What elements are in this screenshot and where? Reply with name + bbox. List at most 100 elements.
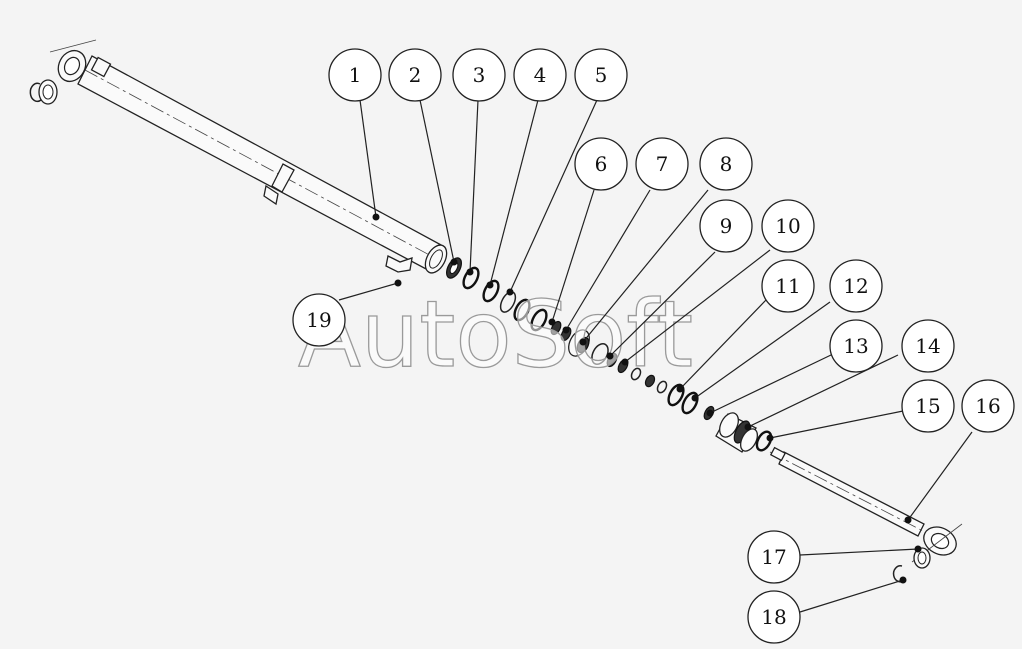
leader-dot-5 — [506, 288, 514, 296]
callout-14: 14 — [901, 319, 955, 373]
leader-dot-2 — [450, 258, 458, 266]
rod-bushing-hole — [917, 551, 927, 565]
leader-dot-10 — [621, 358, 629, 366]
ring-10b — [630, 367, 642, 381]
barrel-centerline — [84, 69, 436, 259]
ring-4 — [482, 279, 500, 303]
svg-text:1: 1 — [349, 63, 362, 87]
leader-dot-7 — [562, 326, 570, 334]
leader-14 — [747, 354, 899, 428]
rear-eye-axis — [49, 39, 97, 53]
svg-text:7: 7 — [656, 152, 669, 176]
barrel-bore — [429, 249, 443, 269]
barrel-body — [77, 55, 444, 271]
leader-18 — [799, 579, 904, 613]
leader-13 — [709, 354, 832, 414]
leader-dot-9 — [606, 352, 614, 360]
barrel-rear-lug — [90, 56, 112, 78]
callout-9: 9 — [699, 199, 753, 253]
barrel-rear-eye-hole — [63, 56, 81, 76]
callout-5: 5 — [574, 48, 628, 102]
callout-6: 6 — [574, 137, 628, 191]
svg-text:16: 16 — [975, 394, 1000, 418]
callouts: 1 2 3 4 5 6 7 8 9 10 11 12 13 14 15 16 1… — [292, 48, 1015, 644]
rear-circlip — [29, 82, 42, 103]
svg-text:3: 3 — [473, 63, 486, 87]
callout-12: 12 — [829, 259, 883, 313]
ring-12 — [681, 391, 699, 415]
svg-text:11: 11 — [775, 274, 800, 298]
leader-dot-6 — [548, 318, 556, 326]
svg-text:2: 2 — [409, 63, 422, 87]
callout-7: 7 — [635, 137, 689, 191]
rod-thread — [769, 446, 787, 462]
svg-text:17: 17 — [761, 545, 786, 569]
leader-10 — [624, 249, 771, 363]
svg-text:10: 10 — [775, 214, 800, 238]
svg-text:8: 8 — [720, 152, 733, 176]
leader-dot-14 — [744, 423, 752, 431]
ring-6 — [530, 308, 548, 332]
leader-dot-8 — [579, 338, 587, 346]
ring-3 — [462, 266, 480, 290]
ring-10c — [644, 374, 656, 388]
callout-16: 16 — [961, 379, 1015, 433]
piston-ring-15 — [755, 430, 773, 452]
leader-11 — [679, 299, 767, 390]
leader-dot-13 — [706, 409, 714, 417]
leader-dot-3 — [466, 268, 474, 276]
callout-18: 18 — [747, 590, 801, 644]
leader-dot-16 — [904, 516, 912, 524]
ring-10d — [656, 380, 668, 394]
svg-text:12: 12 — [843, 274, 868, 298]
rear-bushing-and-circlip — [29, 79, 58, 105]
leader-6 — [551, 189, 595, 323]
leader-19 — [338, 282, 399, 301]
callout-4: 4 — [513, 48, 567, 102]
piston — [715, 412, 759, 453]
ring-5b — [513, 298, 531, 322]
leader-lines — [338, 99, 973, 613]
leader-7 — [565, 189, 651, 331]
callout-10: 10 — [761, 199, 815, 253]
leader-12 — [694, 301, 831, 399]
leader-dot-11 — [676, 385, 684, 393]
callout-13: 13 — [829, 319, 883, 373]
rod-body — [778, 451, 925, 537]
seal-set — [446, 257, 715, 421]
svg-text:15: 15 — [915, 394, 940, 418]
leader-1 — [359, 99, 377, 218]
callout-8: 8 — [699, 137, 753, 191]
svg-text:19: 19 — [306, 308, 331, 332]
rear-bushing-hole — [42, 84, 54, 100]
watermark-text: AutoSoft — [298, 281, 693, 388]
leader-5 — [509, 99, 598, 293]
leader-dot-12 — [691, 394, 699, 402]
leader-15 — [769, 410, 904, 439]
callout-17: 17 — [747, 530, 801, 584]
barrel-clamp-band — [271, 163, 295, 193]
leader-dot-4 — [486, 281, 494, 289]
callout-19: 19 — [292, 293, 346, 347]
piston-rod — [769, 446, 963, 563]
leader-9 — [609, 251, 716, 357]
svg-text:14: 14 — [915, 334, 940, 358]
rod-centerline — [769, 451, 926, 533]
svg-text:18: 18 — [761, 605, 786, 629]
svg-text:4: 4 — [534, 63, 547, 87]
svg-text:6: 6 — [595, 152, 608, 176]
barrel-clamp-tab — [263, 184, 279, 206]
callout-11: 11 — [761, 259, 815, 313]
leader-dot-1 — [372, 213, 380, 221]
leader-16 — [907, 431, 973, 521]
callout-15: 15 — [901, 379, 955, 433]
leader-dot-15 — [766, 434, 774, 442]
piston-rear-face — [739, 428, 759, 452]
barrel-open-end — [424, 244, 448, 274]
piston-face — [719, 412, 739, 438]
callout-3: 3 — [452, 48, 506, 102]
ring-11 — [667, 383, 685, 407]
svg-text:5: 5 — [595, 63, 608, 87]
